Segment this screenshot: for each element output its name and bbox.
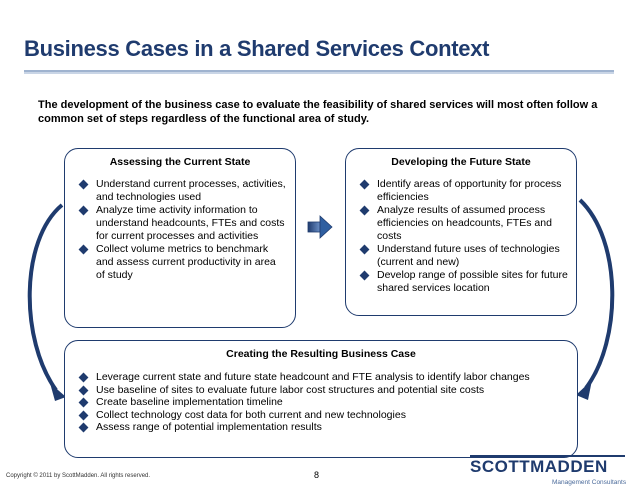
diamond-bullet-icon — [78, 372, 89, 383]
current-state-heading: Assessing the Current State — [109, 156, 251, 168]
logo-rule — [470, 455, 625, 457]
future-state-heading: Developing the Future State — [391, 156, 531, 168]
left-arrow-head — [50, 383, 66, 401]
right-curved-arrow — [578, 198, 615, 390]
list-item: Analyze results of assumed process effic… — [359, 204, 568, 243]
company-logo: SCOTTMADDEN Management Consultants — [470, 452, 630, 488]
current-state-list: Understand current processes, activities… — [78, 178, 287, 282]
page-number: 8 — [314, 470, 320, 480]
business-case-heading: Creating the Resulting Business Case — [226, 348, 416, 360]
left-curved-arrow — [27, 203, 64, 392]
list-item: Understand current processes, activities… — [78, 178, 287, 204]
diamond-bullet-icon — [359, 270, 370, 281]
business-case-list: Leverage current state and future state … — [78, 371, 577, 434]
diamond-bullet-icon — [78, 179, 89, 190]
diamond-bullet-icon — [78, 205, 89, 216]
list-item: Develop range of possible sites for futu… — [359, 269, 568, 295]
diamond-bullet-icon — [78, 422, 89, 433]
list-item-text: Develop range of possible sites for futu… — [377, 269, 568, 294]
diamond-bullet-icon — [78, 397, 89, 408]
list-item-text: Leverage current state and future state … — [96, 371, 530, 383]
list-item-text: Analyze time activity information to und… — [96, 204, 285, 242]
list-item: Assess range of potential implementation… — [78, 421, 577, 434]
list-item-text: Collect technology cost data for both cu… — [96, 408, 406, 421]
list-item-text: Use baseline of sites to evaluate future… — [96, 383, 485, 396]
current-state-box: Assessing the Current State Understand c… — [64, 148, 296, 328]
diamond-bullet-icon — [78, 244, 89, 255]
list-item: Identify areas of opportunity for proces… — [359, 178, 568, 204]
list-item: Collect volume metrics to benchmark and … — [78, 243, 287, 282]
page-title: Business Cases in a Shared Services Cont… — [24, 36, 490, 61]
list-item-text: Create baseline implementation timeline — [96, 396, 283, 408]
list-item: Collect technology cost data for both cu… — [78, 409, 577, 422]
right-arrow-head — [576, 380, 592, 400]
logo-subtitle: Management Consultants — [552, 479, 627, 486]
list-item: Analyze time activity information to und… — [78, 204, 287, 243]
diamond-bullet-icon — [359, 244, 370, 255]
list-item-text: Understand future uses of technologies (… — [377, 243, 560, 268]
diamond-bullet-icon — [359, 179, 370, 190]
business-case-box: Creating the Resulting Business Case Lev… — [64, 340, 578, 458]
list-item: Understand future uses of technologies (… — [359, 243, 568, 269]
diamond-bullet-icon — [78, 385, 89, 395]
diamond-bullet-icon — [78, 410, 89, 420]
diamond-bullet-icon — [359, 205, 370, 216]
list-item-text: Analyze results of assumed process effic… — [377, 204, 552, 242]
list-item-text: Identify areas of opportunity for proces… — [377, 178, 562, 203]
future-state-list: Identify areas of opportunity for proces… — [359, 178, 568, 295]
title-divider — [24, 70, 614, 74]
list-item: Create baseline implementation timeline — [78, 396, 577, 409]
center-right-arrow — [307, 215, 333, 239]
copyright-text: Copyright © 2011 by ScottMadden. All rig… — [6, 473, 151, 479]
list-item-text: Understand current processes, activities… — [96, 178, 286, 203]
future-state-box: Developing the Future State Identify are… — [345, 148, 577, 316]
list-item-text: Assess range of potential implementation… — [96, 421, 322, 433]
list-item-text: Collect volume metrics to benchmark and … — [96, 243, 276, 281]
list-item: Use baseline of sites to evaluate future… — [78, 384, 577, 397]
list-item: Leverage current state and future state … — [78, 371, 577, 384]
intro-text: The development of the business case to … — [38, 99, 598, 125]
logo-wordmark: SCOTTMADDEN — [470, 457, 608, 476]
